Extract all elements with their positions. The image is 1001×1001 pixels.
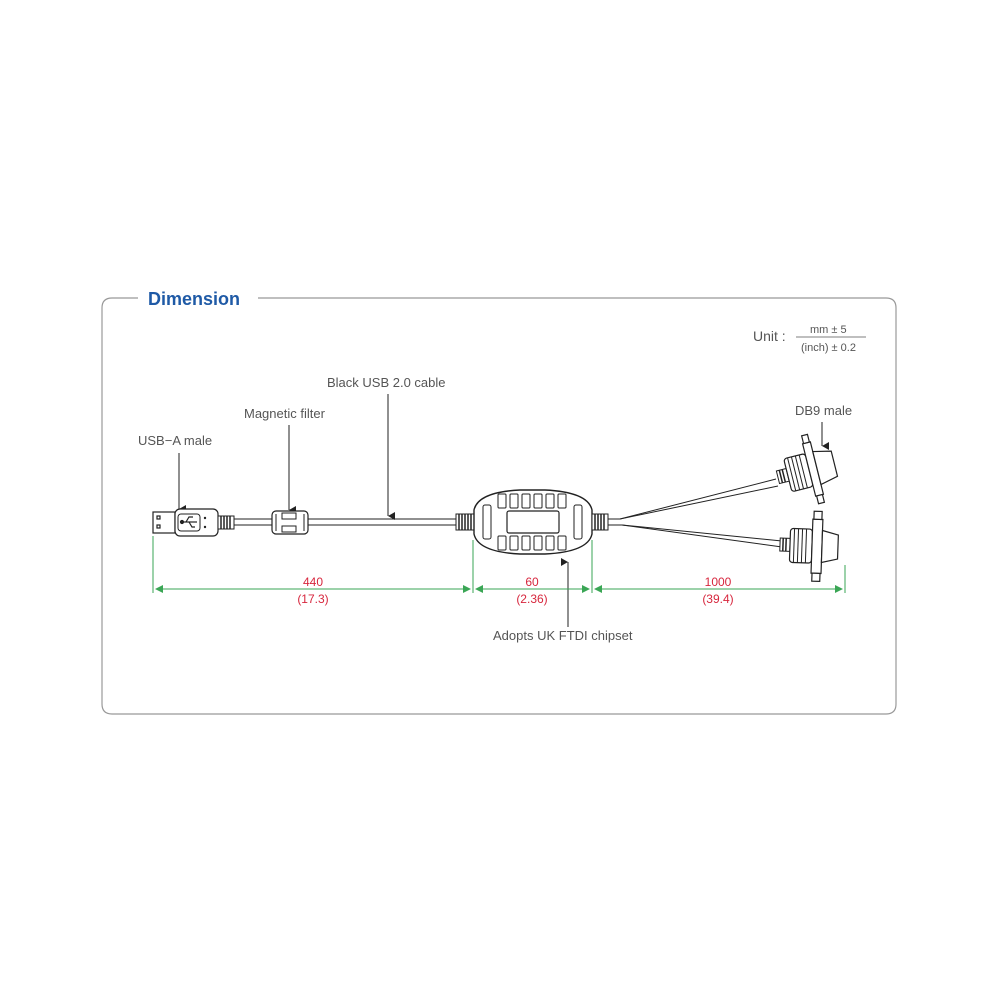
panel-border — [101, 297, 897, 715]
usb-a-dot — [203, 525, 207, 529]
usb-a-dot — [203, 516, 207, 520]
usb-a-plug — [152, 511, 176, 534]
unit-numerator: mm ± 5 — [810, 324, 847, 336]
db9-connector-lower — [779, 510, 839, 583]
dimension-inch: (39.4) — [702, 592, 733, 606]
chip-box-left-relief — [455, 513, 475, 531]
unit-label: Unit : — [753, 328, 786, 344]
chip-box-label-window — [506, 510, 560, 534]
usb-a-strain-relief — [217, 515, 235, 530]
panel-title: Dimension — [148, 289, 240, 309]
split-cables — [608, 478, 783, 548]
usb-trident-icon — [179, 516, 197, 528]
dimension-panel: Dimension — [101, 289, 897, 715]
label-db9: DB9 male — [795, 403, 852, 418]
label-magnetic-filter: Magnetic filter — [244, 406, 326, 421]
dimension-lines — [152, 536, 846, 593]
usb-a-pin — [156, 524, 161, 529]
label-usb-a: USB−A male — [138, 433, 212, 448]
chip-box-right-relief — [591, 513, 609, 531]
dimension-value: 440 — [303, 575, 323, 589]
unit-legend: Unit : mm ± 5 (inch) ± 0.2 — [753, 324, 866, 354]
ftdi-chip-box — [473, 489, 593, 555]
dimension-inch: (17.3) — [297, 592, 328, 606]
magnetic-filter — [271, 510, 309, 535]
dimension-value: 60 — [525, 575, 539, 589]
label-chipset: Adopts UK FTDI chipset — [493, 628, 633, 643]
label-cable: Black USB 2.0 cable — [327, 375, 446, 390]
usb-a-connector — [152, 508, 235, 537]
dimension-inch: (2.36) — [516, 592, 547, 606]
unit-denominator: (inch) ± 0.2 — [801, 342, 856, 354]
dimension-value: 1000 — [705, 575, 732, 589]
db9-connector-upper — [775, 433, 839, 505]
usb-a-pin — [156, 515, 161, 520]
